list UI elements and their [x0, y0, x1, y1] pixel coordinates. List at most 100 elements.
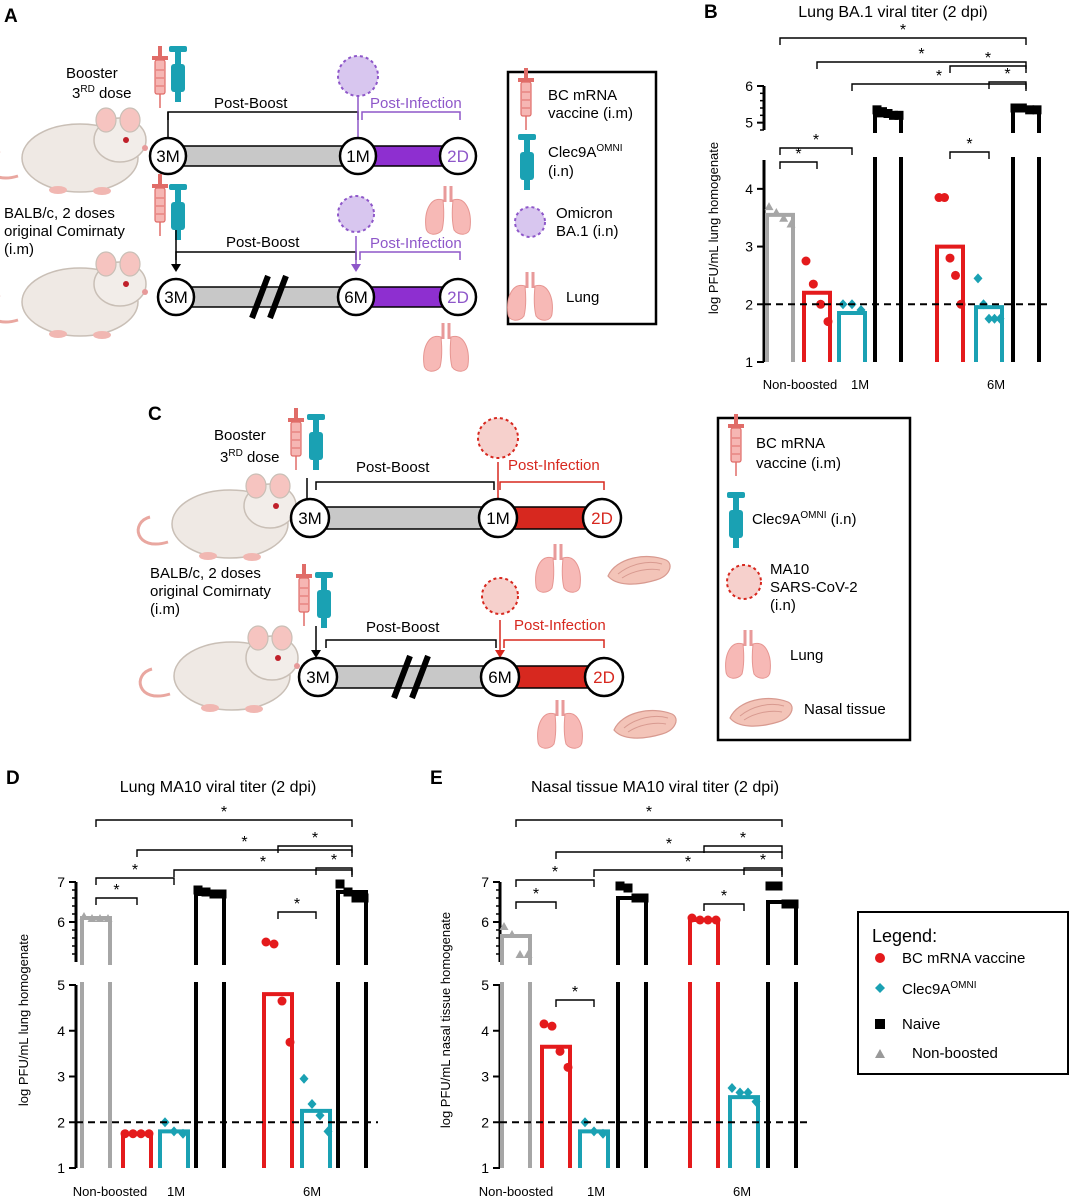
significance-bracket [95, 877, 175, 885]
y-axis-label: log PFU/mL lung homogenate [16, 934, 31, 1106]
data-point [623, 883, 633, 893]
bar-break-gap [686, 965, 722, 982]
legend-item-nonboosted: Non-boosted [912, 1045, 998, 1062]
chart-title: Lung MA10 viral titer (2 dpi) [120, 779, 317, 796]
timeline-bar [309, 506, 499, 530]
timeline-node [289, 497, 331, 539]
data-point [555, 1046, 565, 1056]
significance-bracket [277, 911, 317, 919]
y-tick-label: 1 [481, 1160, 489, 1176]
post-infection-label: Post-Infection [514, 617, 606, 634]
data-point [1017, 103, 1027, 113]
data-point [209, 889, 219, 899]
data-point [687, 913, 697, 923]
timeline-node [156, 277, 196, 317]
data-point [615, 881, 625, 891]
data-point [299, 1073, 309, 1084]
data-point [323, 1126, 333, 1137]
data-point [781, 899, 791, 909]
data-point [359, 893, 369, 903]
chart-lung-ba1: Lung BA.1 viral titer (2 dpi)log PFU/mL … [706, 4, 1052, 392]
legend-marker-square [875, 1019, 885, 1029]
mouse-icon [0, 106, 150, 197]
data-point [889, 110, 898, 120]
nasal-tissue-icon [613, 709, 677, 739]
y-tick-label: 4 [745, 181, 753, 197]
third-dose-text: 3RD dose [220, 448, 280, 466]
data-point [779, 213, 789, 222]
data-point [87, 914, 97, 922]
bar [837, 310, 867, 362]
significance-star: * [760, 852, 766, 869]
y-tick-label: 7 [481, 874, 489, 890]
data-point [120, 1129, 130, 1139]
mouse-desc-line2: original Comirnaty [4, 223, 125, 240]
significance-star: * [572, 984, 578, 1001]
significance-bracket [949, 65, 1027, 73]
panel-a-label: A [4, 6, 18, 27]
significance-bracket [779, 161, 818, 169]
legend-clec: Clec9AOMNI [548, 143, 622, 161]
post-boost-label: Post-Boost [226, 234, 300, 251]
significance-star: * [666, 836, 672, 853]
bar [500, 934, 532, 1168]
mouse-desc-line1: BALB/c, 2 doses [150, 565, 261, 582]
data-point [878, 107, 887, 117]
data-point [789, 899, 799, 909]
significance-bracket [555, 999, 595, 1007]
timeline-bar [317, 665, 501, 689]
x-group-label: Non-boosted [479, 1184, 553, 1199]
panel-d-label: D [6, 768, 20, 789]
data-point [771, 207, 781, 216]
third-dose-text: 3RD dose [72, 84, 132, 102]
chart-title: Lung BA.1 viral titer (2 dpi) [798, 4, 987, 21]
timeline-node-label: 3M [306, 668, 330, 687]
significance-bracket [315, 867, 353, 875]
bracket [361, 111, 461, 120]
timeline-node-label: 2D [591, 509, 613, 528]
axis-break-mark [267, 274, 289, 320]
data-point [335, 879, 345, 889]
significance-star: * [552, 864, 558, 881]
x-group-label: 6M [987, 377, 1005, 392]
data-point [872, 105, 882, 115]
legend-lung: Lung [790, 647, 823, 664]
significance-bracket [277, 845, 353, 853]
data-point [1025, 105, 1035, 115]
bar [121, 1131, 153, 1168]
mouse-icon [0, 250, 150, 341]
chart-title: Nasal tissue MA10 viral titer (2 dpi) [531, 779, 779, 796]
significance-bracket [851, 83, 1027, 91]
significance-bracket [703, 845, 783, 853]
significance-star: * [685, 854, 691, 871]
legend-item-clec: Clec9AOMNI [902, 980, 976, 998]
bar-break-gap [764, 965, 800, 982]
timeline-node [479, 656, 521, 698]
ma10-virus-icon [726, 564, 762, 600]
post-infection-label: Post-Infection [370, 235, 462, 252]
bar [540, 1044, 572, 1168]
data-point [269, 939, 279, 949]
mouse-icon [136, 472, 300, 563]
data-point [217, 889, 227, 899]
bracket [315, 481, 495, 490]
legend-vaccine-line1: BC mRNA [548, 87, 617, 104]
y-tick-label: 2 [481, 1114, 489, 1130]
significance-bracket [515, 819, 783, 827]
bracket [503, 639, 605, 648]
omicron-virus-icon [337, 195, 375, 233]
data-point [695, 915, 705, 925]
arrow-head [351, 264, 361, 272]
data-point [990, 313, 999, 324]
y-tick-label: 4 [57, 1023, 65, 1039]
data-point [103, 914, 113, 922]
significance-star: * [260, 854, 266, 871]
significance-star: * [900, 22, 906, 39]
legend-virus-line1: Omicron [556, 205, 613, 222]
data-point [631, 893, 641, 903]
significance-bracket [703, 903, 745, 911]
arrow-head [311, 650, 321, 658]
significance-star: * [646, 804, 652, 821]
significance-bracket [95, 897, 138, 905]
